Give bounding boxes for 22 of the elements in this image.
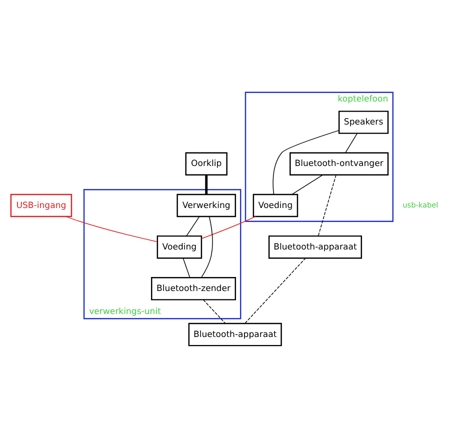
node-box: Bluetooth-ontvanger [290, 152, 389, 176]
node-box: USB-ingang [10, 193, 72, 217]
node-box: Bluetooth-apparaat [188, 322, 282, 346]
node-box: Voeding [252, 193, 298, 217]
connector [201, 216, 256, 238]
connector [272, 130, 340, 194]
connector [292, 174, 323, 194]
connector [66, 216, 158, 242]
node-box: Bluetooth-zender [151, 276, 236, 300]
connector [182, 257, 190, 278]
connector [244, 257, 306, 324]
node-box: Oorklip [185, 152, 228, 176]
connector [318, 174, 336, 236]
node-box: Voeding [156, 234, 202, 258]
node-box: Verwerking [176, 193, 236, 217]
connector [200, 216, 213, 278]
connector [186, 216, 200, 236]
node-box: Speakers [338, 110, 389, 134]
connector [345, 132, 358, 152]
connector [205, 174, 208, 194]
connector [203, 299, 226, 324]
node-box: Bluetooth-apparaat [268, 234, 362, 258]
